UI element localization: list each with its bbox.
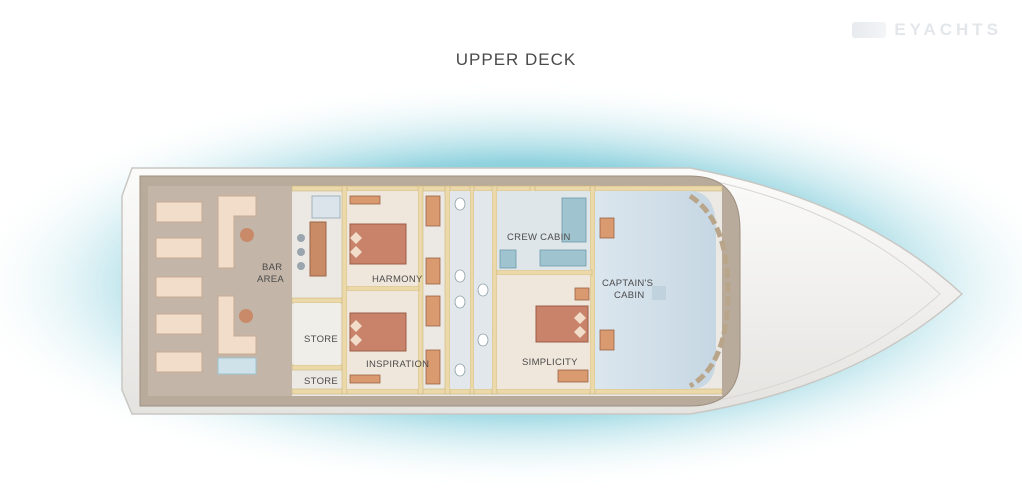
label-bar-area-line1: BAR: [262, 262, 282, 273]
crew-bunk: [499, 249, 517, 269]
logo-mark-icon: [852, 22, 887, 38]
bar-stool: [297, 234, 305, 242]
pillow: [350, 246, 362, 258]
pillow: [350, 232, 362, 244]
bridge-window-arc: [688, 193, 731, 389]
crew-bunks: [499, 197, 587, 269]
sofa-lower: [217, 295, 257, 355]
coffee-table-upper: [240, 228, 254, 242]
sun-lounger: [155, 237, 203, 259]
store-room: [294, 303, 340, 365]
pillow: [350, 334, 362, 346]
crew-bunk: [561, 197, 587, 243]
brand-logo: EYACHTS: [852, 20, 1002, 40]
label-crew-cabin: CREW CABIN: [507, 232, 571, 243]
sun-lounger: [155, 201, 203, 223]
sun-loungers: [155, 201, 203, 373]
label-store-upper: STORE: [304, 334, 338, 345]
sun-lounger: [155, 313, 203, 335]
label-simplicity: SIMPLICITY: [522, 357, 578, 368]
sun-lounger: [155, 276, 203, 298]
bar-stool: [297, 262, 305, 270]
crew-bunk: [539, 249, 587, 267]
side-table: [217, 357, 257, 375]
label-captains-line2: CABIN: [614, 290, 645, 301]
pillow: [574, 312, 586, 324]
label-captains-line1: CAPTAIN'S: [602, 278, 653, 289]
label-inspiration: INSPIRATION: [366, 359, 429, 370]
coffee-table-lower: [239, 309, 253, 323]
bed-harmony: [349, 223, 407, 265]
wardrobes: [349, 195, 615, 385]
bar-stool: [297, 248, 305, 256]
label-bar-area-line2: AREA: [257, 274, 284, 285]
page-title: UPPER DECK: [455, 50, 577, 69]
bathrooms-floor: [450, 191, 470, 389]
walls: [291, 185, 723, 395]
helm-console: [652, 286, 666, 300]
bar-stools: [297, 234, 305, 270]
label-store-lower: STORE: [304, 376, 338, 387]
sun-lounger: [155, 351, 203, 373]
stairs: [311, 195, 341, 219]
pillow: [350, 320, 362, 332]
bar-counter: [309, 221, 327, 277]
hull-inner-line: [140, 175, 941, 407]
label-harmony: HARMONY: [372, 274, 423, 285]
beds: [349, 223, 589, 352]
logo-text: EYACHTS: [894, 20, 1002, 39]
pillow: [574, 326, 586, 338]
sofa-upper: [217, 195, 257, 269]
bed-inspiration: [349, 312, 407, 352]
toilets: [454, 197, 489, 377]
